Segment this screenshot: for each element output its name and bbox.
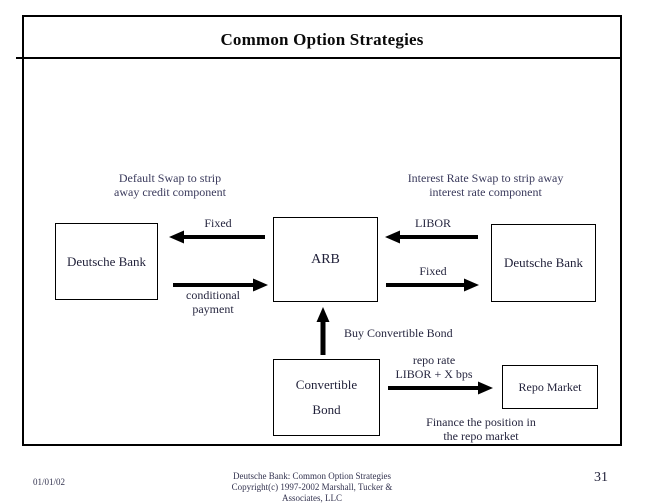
node-deutsche-bank-right-label: Deutsche Bank bbox=[503, 255, 584, 270]
section-header-interest-rate-swap-line1: Interest Rate Swap to strip away bbox=[407, 171, 564, 185]
footer-copyright-line2: Copyright(c) 1997-2002 Marshall, Tucker … bbox=[231, 482, 393, 492]
footer-copyright: Deutsche Bank: Common Option Strategies … bbox=[192, 471, 432, 504]
label-conditional-payment: conditional payment bbox=[163, 288, 263, 316]
section-header-interest-rate-swap: Interest Rate Swap to strip away interes… bbox=[383, 171, 588, 199]
node-deutsche-bank-left: Deutsche Bank bbox=[55, 223, 158, 300]
label-buy-convertible-bond: Buy Convertible Bond bbox=[344, 326, 453, 340]
footer-copyright-line1: Deutsche Bank: Common Option Strategies bbox=[233, 471, 391, 481]
section-header-default-swap-line1: Default Swap to strip bbox=[118, 171, 222, 185]
label-conditional-payment-line1: conditional bbox=[186, 288, 240, 302]
footer-copyright-line3: Associates, LLC bbox=[282, 493, 342, 503]
label-fixed-left: Fixed bbox=[204, 216, 232, 230]
slide-title: Common Option Strategies bbox=[220, 30, 424, 49]
label-fixed-right: Fixed bbox=[419, 264, 447, 278]
node-repo-market: Repo Market bbox=[502, 365, 598, 409]
label-finance-position-line2: the repo market bbox=[443, 429, 519, 443]
label-finance-position: Finance the position in the repo market bbox=[411, 415, 551, 443]
node-deutsche-bank-left-label: Deutsche Bank bbox=[66, 253, 147, 269]
node-convertible-bond-label-line1: Convertible bbox=[295, 377, 358, 392]
footer-date: 01/01/02 bbox=[33, 477, 66, 487]
title-divider bbox=[16, 57, 620, 59]
page-number: 31 bbox=[594, 470, 608, 485]
label-libor: LIBOR bbox=[415, 216, 451, 230]
section-header-interest-rate-swap-line2: interest rate component bbox=[429, 185, 542, 199]
node-arb: ARB bbox=[273, 217, 378, 302]
label-finance-position-line1: Finance the position in bbox=[426, 415, 536, 429]
node-convertible-bond-label-line2: Bond bbox=[312, 402, 341, 417]
node-convertible-bond: Convertible Bond bbox=[273, 359, 380, 436]
label-repo-rate-line1: repo rate bbox=[412, 353, 456, 367]
label-repo-rate-line2: LIBOR + X bps bbox=[395, 367, 473, 381]
label-repo-rate: repo rate LIBOR + X bps bbox=[379, 353, 489, 381]
node-arb-label: ARB bbox=[311, 251, 340, 267]
node-deutsche-bank-right: Deutsche Bank bbox=[491, 224, 596, 302]
label-conditional-payment-line2: payment bbox=[192, 302, 234, 316]
section-header-default-swap-line2: away credit component bbox=[114, 185, 226, 199]
node-repo-market-label: Repo Market bbox=[518, 379, 582, 394]
section-header-default-swap: Default Swap to strip away credit compon… bbox=[85, 171, 255, 199]
